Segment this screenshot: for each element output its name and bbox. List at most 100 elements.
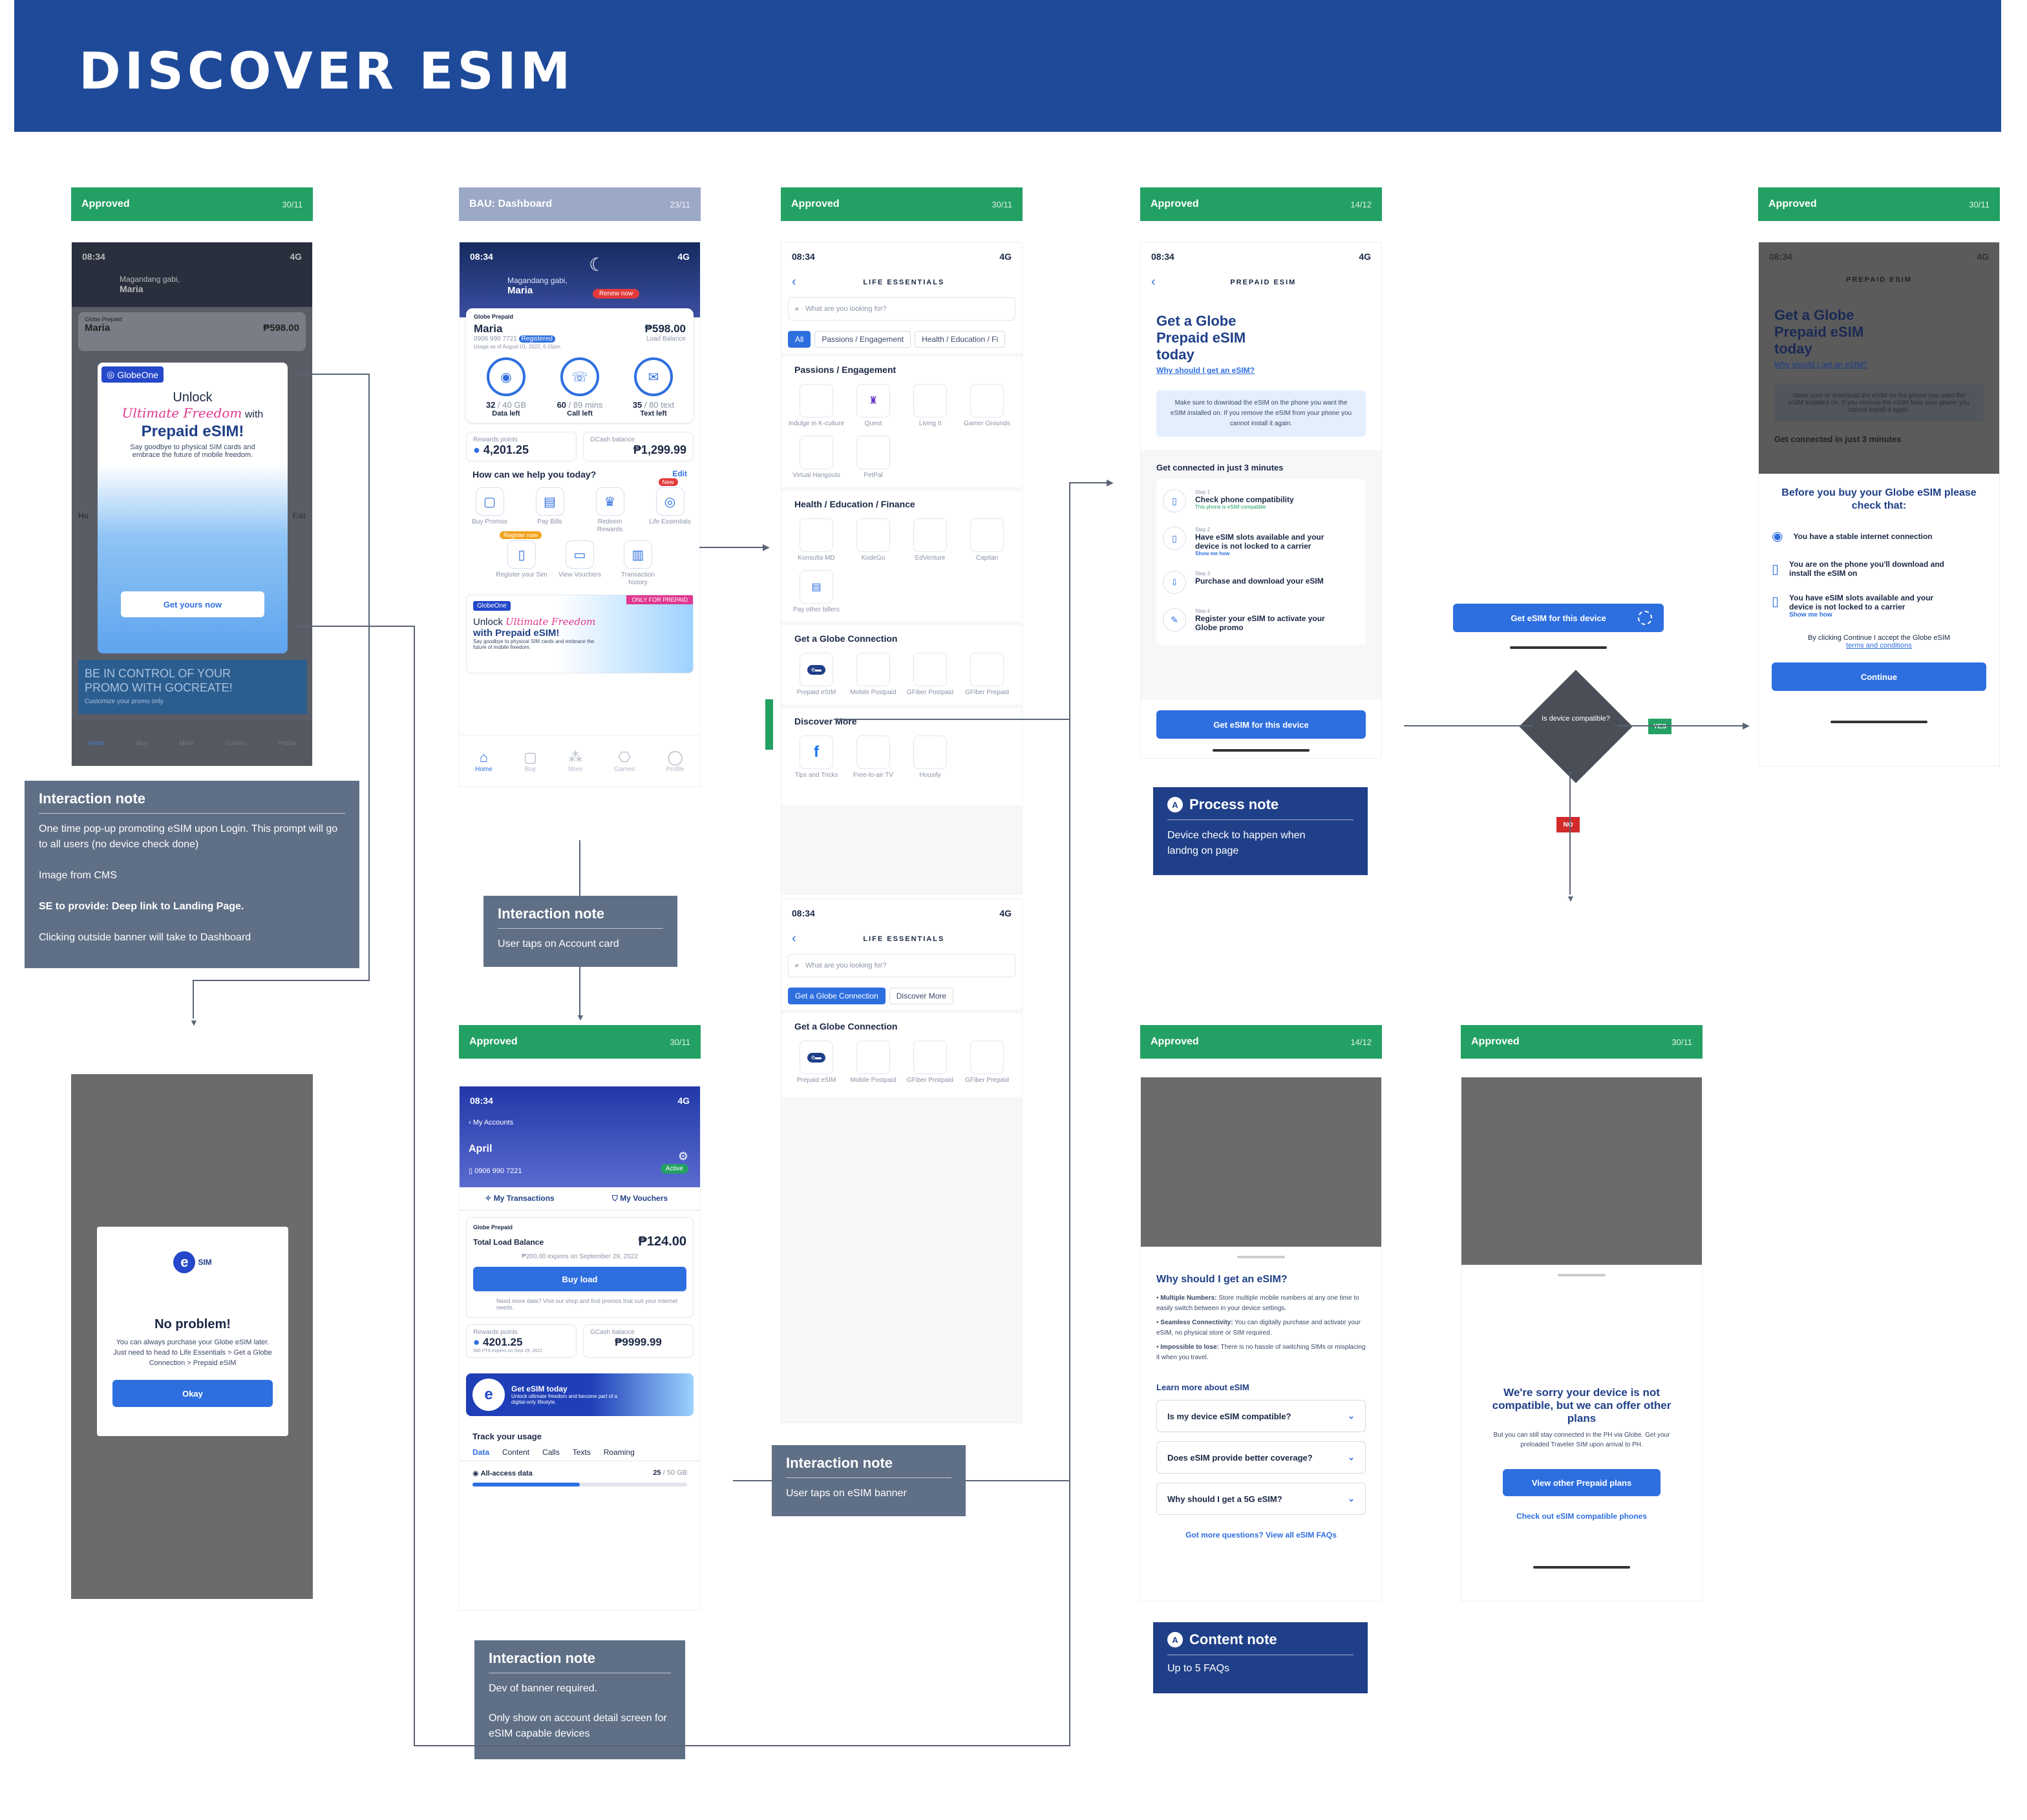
tile-quest[interactable]: ♜Quest: [845, 384, 902, 428]
usage-tab-texts[interactable]: Texts: [572, 1448, 591, 1457]
tile-housify[interactable]: Housify: [902, 735, 959, 779]
rewards-card[interactable]: Rewards points● 4,201.25: [466, 432, 577, 461]
arrow-right-icon: ▶: [763, 542, 770, 552]
back-icon[interactable]: ‹: [792, 931, 796, 946]
landing-title: PREPAID ESIM: [1230, 278, 1297, 286]
tile-capitan[interactable]: Capitan: [959, 518, 1015, 562]
nav-more[interactable]: ⁂More: [568, 749, 583, 773]
compatible-phones-link[interactable]: Check out eSIM compatible phones: [1516, 1512, 1648, 1521]
tile-petpal[interactable]: PetPal: [845, 436, 902, 480]
gocreate-promo-banner[interactable]: BE IN CONTROL OF YOUR PROMO WITH GOCREAT…: [78, 660, 307, 714]
faq-question-3[interactable]: Why should I get a 5G eSIM?⌄: [1156, 1483, 1366, 1515]
message-icon: ✉: [634, 357, 673, 396]
tile-k-culture[interactable]: Indulge in K-culture: [788, 384, 845, 428]
tab-vouchers[interactable]: ⛉ My Vouchers: [611, 1194, 668, 1203]
tile-free-tv[interactable]: Free-to-air TV: [845, 735, 902, 779]
nav-profile[interactable]: ◯Profile: [666, 749, 685, 773]
buy-load-button[interactable]: Buy load: [473, 1267, 686, 1291]
tile-prepaid-esim[interactable]: e▬Prepaid eSIM: [788, 653, 845, 697]
sheet-handle[interactable]: [1558, 1274, 1606, 1276]
esim-promo-banner[interactable]: GlobeOne ONLY FOR PREPAID Unlock Ultimat…: [466, 595, 694, 673]
tile-prepaid-esim[interactable]: e▬Prepaid eSIM: [788, 1041, 845, 1085]
tile-mobile-postpaid[interactable]: Mobile Postpaid: [845, 653, 902, 697]
tile-kodego[interactable]: KodeGo: [845, 518, 902, 562]
connector: [699, 547, 764, 548]
landing-info-box: Make sure to download the eSIM on the ph…: [1156, 390, 1366, 437]
sim-icon: ▯: [469, 1167, 473, 1175]
register-sim-action[interactable]: Register now▯Register your Sim: [496, 531, 547, 578]
esim-popup-banner[interactable]: ◎GlobeOne Unlock Ultimate Freedom with P…: [98, 363, 288, 653]
chip-passions[interactable]: Passions / Engagement: [814, 331, 911, 348]
back-icon[interactable]: ‹: [792, 275, 796, 289]
terms-link[interactable]: terms and conditions: [1846, 642, 1912, 650]
okay-button[interactable]: Okay: [112, 1380, 273, 1407]
history-icon: ▥: [624, 540, 652, 569]
settings-icon[interactable]: ⚙: [677, 1150, 688, 1163]
tile-mobile-postpaid[interactable]: Mobile Postpaid: [845, 1041, 902, 1085]
tile-gfiber-postpaid[interactable]: GFiber Postpaid: [902, 653, 959, 697]
account-card[interactable]: Globe Prepaid Maria₱598.00 0906 990 7721…: [466, 308, 694, 423]
chip-health[interactable]: Health / Education / Fi: [915, 331, 1006, 348]
download-icon: ⇩: [1163, 571, 1186, 594]
show-me-how-link[interactable]: Show me how: [1195, 551, 1230, 556]
account-gcash-card[interactable]: GCash balance₱9999.99: [583, 1324, 694, 1358]
tile-gfiber-postpaid[interactable]: GFiber Postpaid: [902, 1041, 959, 1085]
back-to-accounts[interactable]: ‹ My Accounts: [469, 1119, 514, 1127]
pay-bills-action[interactable]: ▤Pay Bills: [524, 487, 576, 534]
tile-gfiber-prepaid[interactable]: GFiber Prepaid: [959, 1041, 1015, 1085]
edit-link[interactable]: Edit: [672, 469, 687, 478]
chip-all[interactable]: All: [788, 331, 811, 348]
tile-pay-other-billers[interactable]: ▤Pay other billers: [788, 570, 845, 614]
view-other-plans-button[interactable]: View other Prepaid plans: [1503, 1469, 1661, 1496]
life-essentials-action[interactable]: New◎Life Essentials: [649, 478, 691, 525]
tile-edventure[interactable]: EdVenture: [902, 518, 959, 562]
back-icon[interactable]: ‹: [1151, 275, 1156, 289]
profile-icon: ◯: [667, 749, 683, 765]
tile-gfiber-prepaid[interactable]: GFiber Prepaid: [959, 653, 1015, 697]
renew-now-button[interactable]: Renew now: [593, 289, 640, 299]
faq-benefits: • Multiple Numbers: Store multiple mobil…: [1156, 1295, 1366, 1361]
faq-question-1[interactable]: Is my device eSIM compatible?⌄: [1156, 1400, 1366, 1432]
usage-tab-data[interactable]: Data: [472, 1448, 490, 1457]
why-esim-link[interactable]: Why should I get an eSIM?: [1156, 366, 1255, 375]
nav-buy[interactable]: ▢Buy: [524, 749, 537, 773]
tile-gamer-grounds[interactable]: Gamer Grounds: [959, 384, 1015, 428]
usage-tab-content[interactable]: Content: [502, 1448, 530, 1457]
buy-promos-action[interactable]: ▢Buy Promos: [464, 487, 516, 534]
view-vouchers-action[interactable]: ▭View Vouchers: [554, 540, 606, 587]
show-me-how-link[interactable]: Show me how: [1789, 611, 1832, 619]
load-balance-card: Globe Prepaid Total Load Balance₱124.00 …: [466, 1217, 694, 1318]
search-input[interactable]: ⌕What are you looking for?: [788, 954, 1015, 977]
get-yours-now-button[interactable]: Get yours now: [121, 591, 264, 617]
connector: [733, 1480, 772, 1481]
usage-tab-calls[interactable]: Calls: [542, 1448, 560, 1457]
back-icon: ‹: [469, 1119, 471, 1127]
search-input[interactable]: ⌕What are you looking for?: [788, 297, 1015, 321]
faq-question-2[interactable]: Does eSIM provide better coverage?⌄: [1156, 1441, 1366, 1474]
decision-diamond: [1519, 670, 1633, 783]
chip-discover-more[interactable]: Discover More: [889, 988, 954, 1004]
nav-games[interactable]: ⎔Games: [614, 749, 635, 773]
tab-transactions[interactable]: ✧ My Transactions: [485, 1194, 555, 1203]
chip-globe-connection[interactable]: Get a Globe Connection: [788, 988, 886, 1004]
view-all-faqs-link[interactable]: Got more questions? View all eSIM FAQs: [1185, 1530, 1337, 1540]
gcash-card[interactable]: GCash balance₱1,299.99: [583, 432, 694, 461]
nav-home[interactable]: ⌂Home: [475, 749, 493, 773]
section-health: Health / Education / Finance Konsulta MD…: [781, 491, 1022, 622]
tile-konsulta[interactable]: Konsulta MD: [788, 518, 845, 562]
redeem-rewards-action[interactable]: ♛Redeem Rewards: [584, 487, 636, 534]
tile-virtual-hangouts[interactable]: Virtual Hangouts: [788, 436, 845, 480]
get-esim-button[interactable]: Get eSIM for this device: [1156, 710, 1366, 739]
transaction-history-action[interactable]: ▥Transaction history: [612, 540, 664, 587]
continue-button[interactable]: Continue: [1772, 662, 1986, 691]
tile-living-it[interactable]: Living It: [902, 384, 959, 428]
sheet-handle[interactable]: [1237, 1256, 1285, 1258]
esim-tile-icon: e▬: [800, 653, 833, 686]
usage-tab-roaming[interactable]: Roaming: [603, 1448, 635, 1457]
